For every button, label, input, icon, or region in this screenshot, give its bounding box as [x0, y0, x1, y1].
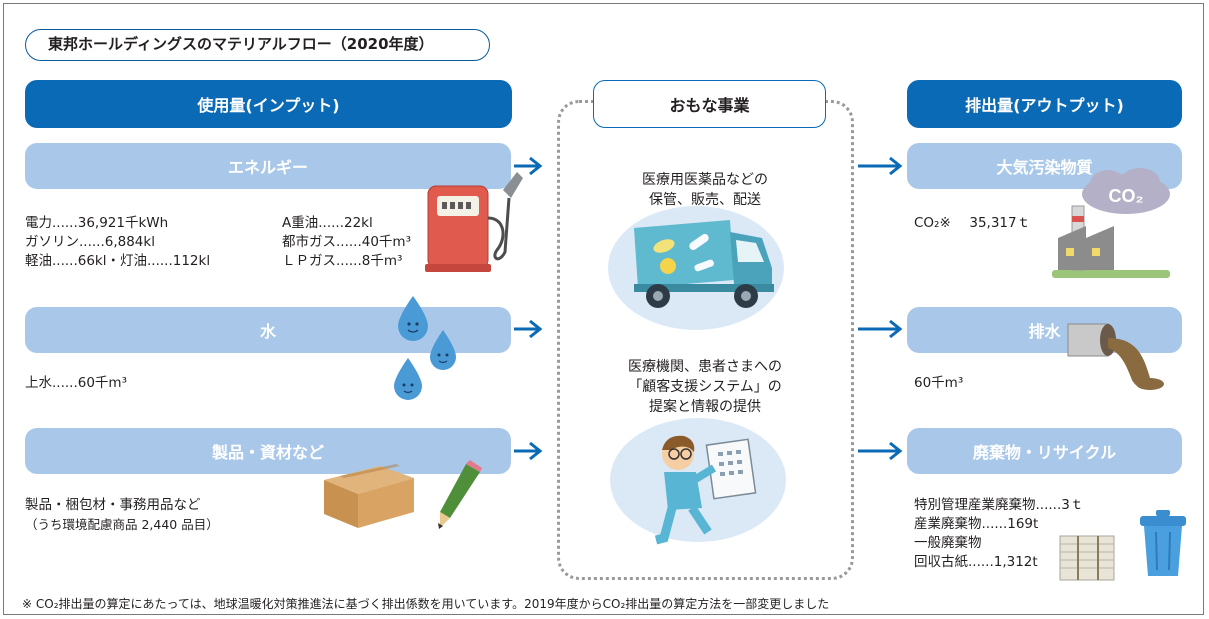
- water-drop-icon: [398, 296, 428, 341]
- input-header: 使用量(インプット): [25, 80, 512, 128]
- waste-line: 回収古紙......1,312t: [914, 554, 1038, 570]
- energy-bar: エネルギー: [25, 143, 511, 189]
- energy-value: ガソリン......6,884kl: [25, 234, 155, 250]
- co2-cloud-text: CO₂: [1109, 186, 1144, 206]
- output-header: 排出量(アウトプット): [907, 80, 1182, 128]
- energy-value: ＬＰガス......8千m³: [282, 253, 403, 269]
- materials-bar: 製品・資材など: [25, 428, 511, 474]
- waste-line: 一般廃棄物: [914, 535, 982, 551]
- drain-pipe-icon: [1067, 323, 1164, 390]
- business-item-2: 医療機関、患者さまへの 「顧客支援システム」の 提案と情報の提供: [598, 357, 812, 417]
- business-item-1-line: 医療用医薬品などの: [642, 172, 768, 188]
- energy-value: 都市ガス......40千m³: [282, 234, 411, 250]
- paper-bundle-icon: [1059, 535, 1115, 581]
- business-item-2-line: 「顧客支援システム」の: [628, 379, 782, 395]
- energy-right-list: A重油......22kl 都市ガス......40千m³ ＬＰガス......…: [282, 214, 411, 271]
- co2-cloud-icon: CO₂: [1082, 168, 1170, 214]
- materials-line: 製品・梱包材・事務用品など: [25, 497, 201, 513]
- page-title: 東邦ホールディングスのマテリアルフロー（2020年度）: [25, 29, 490, 61]
- energy-value: 電力......36,921千kWh: [25, 215, 169, 231]
- materials-line: （うち環境配慮商品 2,440 品目）: [25, 517, 219, 532]
- arrow-right-icon: [858, 156, 903, 176]
- water-drop-icon: [430, 330, 456, 370]
- arrow-right-icon: [858, 441, 903, 461]
- pencil-icon: [438, 460, 482, 529]
- waste-line: 産業廃棄物......169t: [914, 516, 1039, 532]
- arrow-right-icon: [858, 319, 903, 339]
- water-value: 上水......60千m³: [25, 375, 127, 391]
- arrow-right-icon: [514, 441, 543, 461]
- co2-row: CO₂※ 35,317ｔ: [914, 214, 1030, 233]
- business-item-2-line: 提案と情報の提供: [649, 399, 761, 415]
- business-header: おもな事業: [593, 80, 826, 128]
- waste-list: 特別管理産業廃棄物......3ｔ 産業廃棄物......169t 一般廃棄物 …: [914, 496, 1083, 572]
- water-bar: 水: [25, 307, 511, 353]
- delivery-truck-icon: [634, 220, 774, 308]
- waste-line: 特別管理産業廃棄物......3ｔ: [914, 497, 1084, 513]
- wastewater-value: 60千m³: [914, 375, 964, 391]
- factory-icon: [1052, 205, 1170, 278]
- footnote: ※ CO₂排出量の算定にあたっては、地球温暖化対策推進法に基づく排出係数を用いて…: [22, 597, 830, 611]
- business-item-1: 医療用医薬品などの 保管、販売、配送: [600, 170, 810, 210]
- cardboard-box-icon: [324, 464, 414, 528]
- energy-left-list: 電力......36,921千kWh ガソリン......6,884kl 軽油.…: [25, 214, 210, 271]
- diagram-frame: [3, 3, 1204, 615]
- water-drop-icon: [394, 358, 422, 400]
- fuel-pump-icon: [425, 172, 523, 272]
- trash-bin-icon: [1140, 510, 1186, 576]
- business-item-2-line: 医療機関、患者さまへの: [628, 359, 782, 375]
- co2-label: CO₂※: [914, 215, 951, 231]
- arrow-right-icon: [514, 319, 543, 339]
- arrow-right-icon: [514, 156, 543, 176]
- materials-list: 製品・梱包材・事務用品など （うち環境配慮商品 2,440 品目）: [25, 496, 219, 534]
- walking-person-icon: [654, 435, 757, 545]
- energy-value: 軽油......66kl・灯油......112kl: [25, 253, 211, 269]
- business-item-1-line: 保管、販売、配送: [649, 192, 761, 208]
- co2-value: 35,317ｔ: [969, 215, 1031, 231]
- waste-bar: 廃棄物・リサイクル: [907, 428, 1182, 474]
- energy-value: A重油......22kl: [282, 215, 373, 231]
- wastewater-bar: 排水: [907, 307, 1182, 353]
